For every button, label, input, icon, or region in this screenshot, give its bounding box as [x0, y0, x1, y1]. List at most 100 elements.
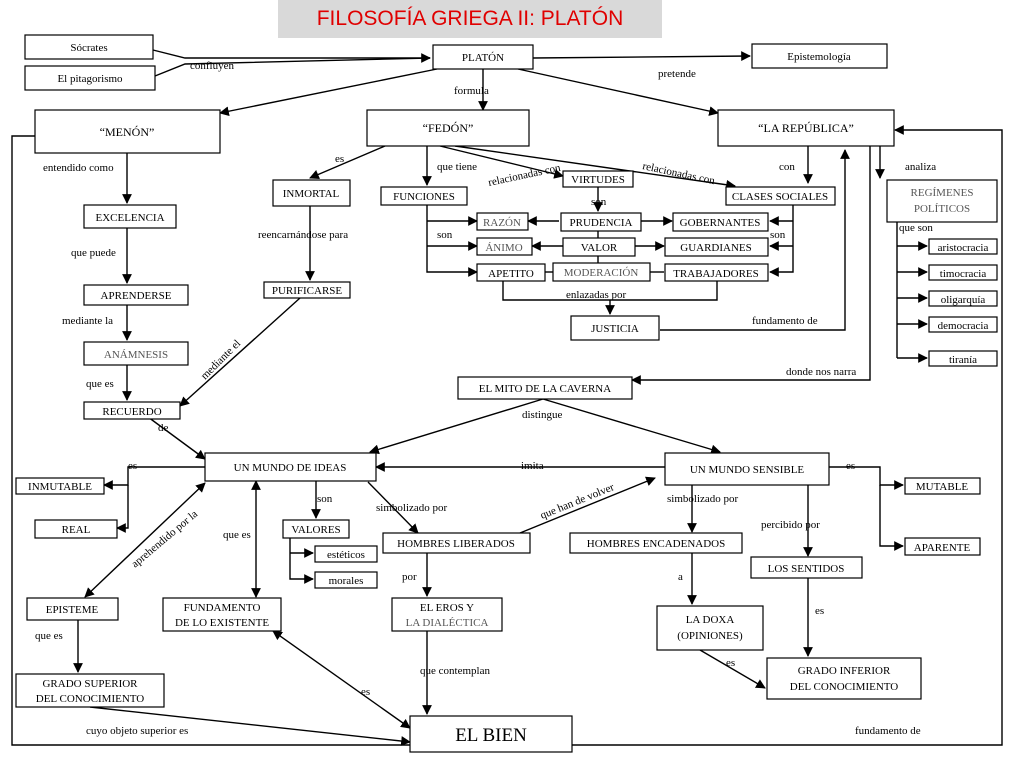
svg-text:relacionadas con: relacionadas con [487, 162, 562, 189]
node-timocracia: timocracia [928, 264, 998, 281]
svg-text:son: son [770, 229, 786, 241]
svg-text:democracia: democracia [938, 320, 989, 332]
svg-text:GOBERNANTES: GOBERNANTES [680, 217, 761, 229]
svg-text:LA DIALÉCTICA: LA DIALÉCTICA [406, 617, 489, 629]
svg-text:tiranía: tiranía [949, 354, 977, 366]
svg-text:“LA REPÚBLICA”: “LA REPÚBLICA” [758, 121, 854, 135]
svg-text:Epistemología: Epistemología [787, 51, 851, 63]
svg-text:donde nos narra: donde nos narra [786, 366, 856, 378]
svg-text:MODERACIÓN: MODERACIÓN [564, 267, 639, 279]
svg-text:son: son [437, 229, 453, 241]
svg-text:RECUERDO: RECUERDO [102, 406, 161, 418]
svg-text:VIRTUDES: VIRTUDES [571, 174, 625, 186]
node-clases-sociales: CLASES SOCIALES [725, 186, 836, 206]
svg-text:APRENDERSE: APRENDERSE [101, 290, 172, 302]
svg-text:es: es [361, 686, 370, 698]
svg-text:Sócrates: Sócrates [70, 42, 107, 54]
node-hombres-encadenados: HOMBRES ENCADENADOS [569, 532, 743, 554]
node-epistemologia: Epistemología [751, 43, 888, 69]
svg-text:que han de volver: que han de volver [539, 481, 617, 522]
svg-text:EL EROS Y: EL EROS Y [420, 602, 474, 614]
node-episteme: EPISTEME [26, 597, 119, 621]
svg-text:LA DOXA: LA DOXA [686, 614, 735, 626]
edges [11, 49, 1003, 746]
node-justicia: JUSTICIA [570, 315, 660, 341]
node-esteticos: estéticos [314, 545, 378, 563]
svg-text:reencarnándose para: reencarnándose para [258, 229, 348, 241]
node-mundo-sensible: UN MUNDO SENSIBLE [664, 452, 830, 486]
node-mito-caverna: EL MITO DE LA CAVERNA [457, 376, 633, 400]
svg-text:enlazadas por: enlazadas por [566, 289, 626, 301]
svg-text:cuyo objeto superior es: cuyo objeto superior es [86, 725, 188, 737]
node-animo: ÁNIMO [476, 237, 533, 256]
svg-text:FUNDAMENTO: FUNDAMENTO [184, 602, 261, 614]
svg-text:aprehendido por la: aprehendido por la [129, 508, 200, 570]
node-eros-dialectica: EL EROS Y LA DIALÉCTICA [391, 597, 503, 632]
node-valor: VALOR [562, 237, 636, 257]
svg-text:POLÍTICOS: POLÍTICOS [914, 203, 970, 215]
svg-text:APETITO: APETITO [488, 268, 534, 280]
node-morales: morales [314, 571, 378, 589]
svg-text:ANÁMNESIS: ANÁMNESIS [104, 349, 168, 361]
svg-text:analiza: analiza [905, 161, 936, 173]
svg-text:de: de [158, 422, 169, 434]
svg-text:por: por [402, 571, 417, 583]
node-platon: PLATÓN [432, 44, 534, 70]
svg-text:simbolizado por: simbolizado por [376, 502, 448, 514]
node-gobernantes: GOBERNANTES [672, 212, 769, 232]
node-inmutable: INMUTABLE [15, 477, 105, 495]
svg-text:INMUTABLE: INMUTABLE [28, 481, 92, 493]
svg-text:“FEDÓN”: “FEDÓN” [423, 121, 474, 135]
svg-text:estéticos: estéticos [327, 549, 365, 561]
node-anamnesis: ANÁMNESIS [83, 341, 189, 366]
svg-text:es: es [846, 460, 855, 472]
svg-text:es: es [128, 460, 137, 472]
node-menon: “MENÓN” [34, 109, 221, 154]
svg-text:imita: imita [521, 460, 544, 472]
svg-text:mediante la: mediante la [62, 315, 113, 327]
svg-text:HOMBRES ENCADENADOS: HOMBRES ENCADENADOS [587, 538, 725, 550]
svg-text:que es: que es [86, 378, 114, 390]
svg-text:VALOR: VALOR [581, 242, 618, 254]
svg-text:con: con [779, 161, 795, 173]
node-aprenderse: APRENDERSE [83, 284, 189, 306]
svg-text:que es: que es [223, 529, 251, 541]
svg-text:MUTABLE: MUTABLE [916, 481, 969, 493]
node-virtudes: VIRTUDES [562, 170, 634, 188]
svg-text:que es: que es [35, 630, 63, 642]
svg-text:CLASES SOCIALES: CLASES SOCIALES [732, 191, 828, 203]
svg-text:PLATÓN: PLATÓN [462, 52, 504, 64]
svg-text:GRADO SUPERIOR: GRADO SUPERIOR [42, 678, 138, 690]
svg-text:RAZÓN: RAZÓN [483, 217, 521, 229]
svg-text:EPISTEME: EPISTEME [46, 604, 99, 616]
svg-text:entendido como: entendido como [43, 162, 114, 174]
svg-text:percibido por: percibido por [761, 519, 820, 531]
node-oligarquia: oligarquía [928, 290, 998, 307]
node-aristocracia: aristocracia [928, 238, 998, 255]
svg-text:mediante el: mediante el [199, 338, 244, 383]
node-doxa: LA DOXA (OPINIONES) [656, 605, 764, 651]
svg-text:INMORTAL: INMORTAL [283, 188, 340, 200]
title-banner: FILOSOFÍA GRIEGA II: PLATÓN [278, 0, 662, 38]
svg-text:JUSTICIA: JUSTICIA [591, 323, 639, 335]
svg-text:TRABAJADORES: TRABAJADORES [673, 268, 759, 280]
svg-text:fundamento de: fundamento de [752, 315, 818, 327]
svg-text:FUNCIONES: FUNCIONES [393, 191, 455, 203]
svg-text:DEL CONOCIMIENTO: DEL CONOCIMIENTO [36, 693, 145, 705]
node-moderacion: MODERACIÓN [552, 262, 651, 282]
node-pitagorismo: El pitagorismo [24, 65, 156, 91]
node-aparente: APARENTE [904, 537, 981, 556]
svg-text:LOS SENTIDOS: LOS SENTIDOS [768, 563, 845, 575]
svg-text:pretende: pretende [658, 68, 696, 80]
node-republica: “LA REPÚBLICA” [717, 109, 895, 147]
svg-text:confluyen: confluyen [190, 60, 234, 72]
svg-text:a: a [678, 571, 683, 583]
svg-text:fundamento de: fundamento de [855, 725, 921, 737]
node-el-bien: EL BIEN [409, 715, 573, 753]
svg-text:es: es [726, 657, 735, 669]
node-valores: VALORES [282, 519, 350, 539]
svg-text:relacionadas con: relacionadas con [641, 160, 716, 187]
svg-text:son: son [591, 196, 607, 208]
svg-text:son: son [317, 493, 333, 505]
svg-text:PURIFICARSE: PURIFICARSE [272, 285, 343, 297]
